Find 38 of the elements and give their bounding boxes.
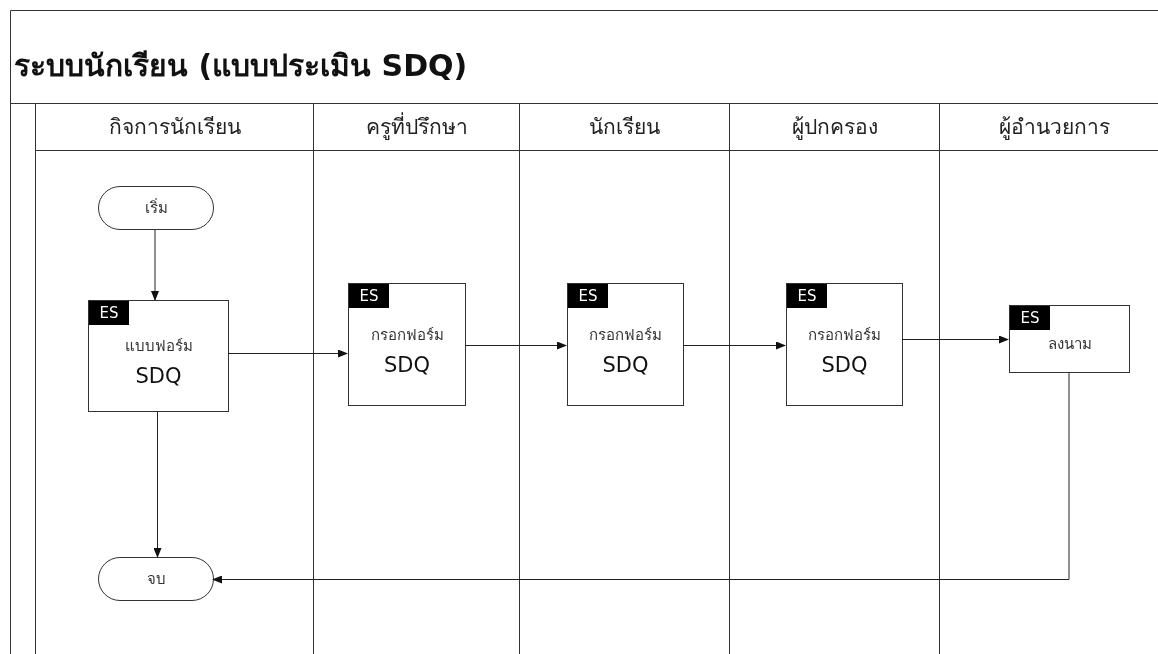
es-badge: ES bbox=[787, 284, 827, 308]
process-box bbox=[1009, 305, 1130, 373]
arrow bbox=[464, 341, 567, 350]
lane-title: กิจการนักเรียน bbox=[108, 114, 241, 141]
es-badge: ES bbox=[568, 284, 608, 308]
arrow bbox=[682, 341, 786, 350]
es-badge: ES bbox=[1010, 306, 1050, 330]
swimlane bbox=[729, 103, 939, 654]
lane-title: ผู้อำนวยการ bbox=[999, 114, 1110, 142]
arrow bbox=[901, 335, 1009, 344]
process-code: SDQ bbox=[821, 352, 868, 377]
es-badge: ES bbox=[349, 284, 389, 308]
process-box bbox=[786, 283, 903, 406]
diagram-title: ระบบนักเรียน (แบบประเมิน SDQ) bbox=[14, 47, 468, 85]
es-badge: ES bbox=[89, 301, 129, 325]
terminator: เริ่ม bbox=[98, 186, 214, 230]
process-label: ลงนาม bbox=[1047, 334, 1092, 355]
process-code: SDQ bbox=[384, 352, 430, 377]
swimlane bbox=[519, 103, 729, 654]
process-label: กรอกฟอร์ม bbox=[808, 324, 881, 346]
process-label: แบบฟอร์ม bbox=[124, 336, 193, 357]
process-code: SDQ bbox=[602, 352, 649, 377]
process-box bbox=[567, 283, 684, 406]
arrow bbox=[151, 229, 159, 301]
swimlane bbox=[313, 103, 519, 654]
process-label: กรอกฟอร์ม bbox=[370, 324, 444, 346]
lane-title: ผู้ปกครอง bbox=[791, 114, 878, 142]
process-label: กรอกฟอร์ม bbox=[589, 324, 662, 346]
lane-title: นักเรียน bbox=[589, 114, 660, 141]
process-box bbox=[88, 300, 229, 412]
arrow bbox=[227, 349, 348, 358]
swimlane bbox=[939, 103, 1158, 654]
process-code: SDQ bbox=[135, 364, 182, 388]
lane-title: ครูที่ปรึกษา bbox=[365, 110, 468, 143]
arrow bbox=[153, 411, 162, 558]
terminator: จบ bbox=[98, 557, 214, 601]
arrow bbox=[212, 372, 1070, 584]
process-box bbox=[348, 283, 466, 406]
